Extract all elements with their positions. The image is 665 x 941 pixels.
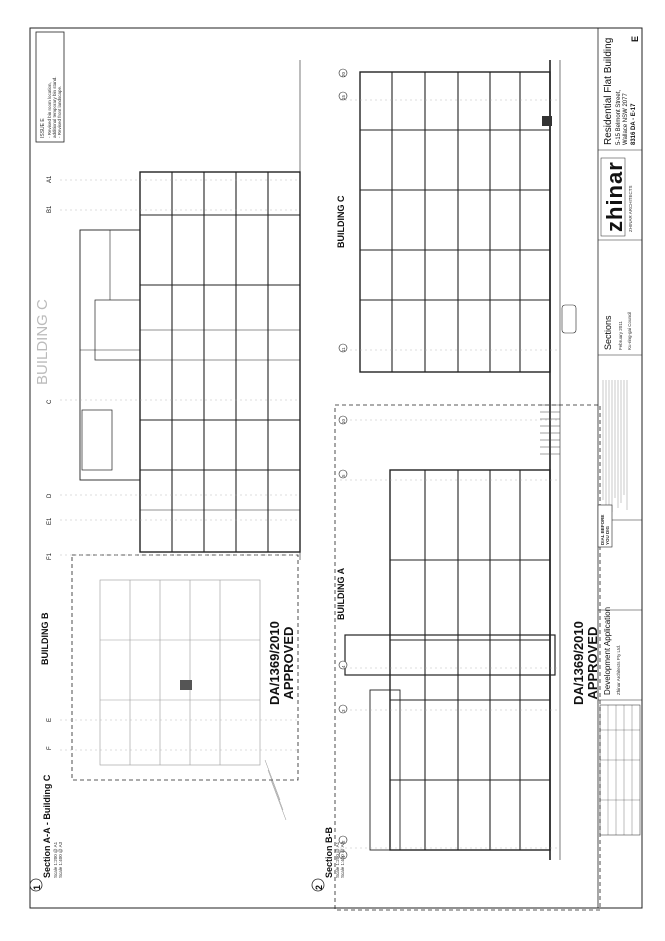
grid-num-20: 20 bbox=[341, 71, 346, 77]
grid-bubbles bbox=[338, 68, 348, 860]
project-address-1: 5-15 Belmont Street, bbox=[616, 89, 622, 145]
grid-num-2: 2 bbox=[341, 840, 346, 843]
building-c-label: BUILDING C bbox=[336, 195, 346, 249]
client-label: Zhinar Architects Pty Ltd. bbox=[616, 644, 621, 695]
issue-note-3: - Revised front landscape. bbox=[57, 85, 62, 138]
drawing-council: Ku-ring-gai Council bbox=[627, 311, 632, 350]
grid-label-a1: A1 bbox=[47, 175, 53, 183]
dial-logo bbox=[597, 504, 613, 548]
section-1-title: Section A-A - Building C bbox=[42, 774, 52, 878]
title-block bbox=[597, 28, 642, 908]
approved-stamp-1-line1: DA/1369/2010 bbox=[267, 621, 282, 705]
issue-title: ISSUE E bbox=[40, 118, 46, 138]
grid-label-f1: F1 bbox=[47, 552, 53, 560]
brand-subtitle: ZHINAR ARCHITECTS bbox=[628, 185, 633, 232]
building-c-ghost-label: BUILDING C bbox=[34, 299, 51, 385]
building-b-label: BUILDING B bbox=[40, 612, 50, 666]
section-2-scale2: Scale 1:400 @ A3 bbox=[340, 841, 345, 878]
section-1-marker bbox=[29, 878, 43, 892]
issue-box bbox=[35, 31, 65, 143]
issue-letter: E bbox=[630, 35, 640, 42]
approved-stamp-2-line2: APPROVED bbox=[585, 626, 600, 700]
grid-num-11: 11 bbox=[341, 347, 346, 352]
grid-num-10: 10 bbox=[341, 418, 346, 424]
dial-line-2: YOU DIG bbox=[605, 525, 610, 545]
general-notes bbox=[602, 380, 628, 512]
section-1-number: 1 bbox=[32, 884, 42, 890]
section-1-scale2: Scale 1:400 @ A3 bbox=[58, 841, 63, 878]
grid-num-4: 4 bbox=[341, 665, 346, 668]
section-2-marker bbox=[311, 878, 325, 892]
drawing-title: Sections bbox=[603, 315, 613, 350]
drawing-number: 8316 DA - E-17 bbox=[631, 103, 637, 145]
grid-label-c: C bbox=[47, 399, 53, 404]
approved-stamp-1-line2: APPROVED bbox=[281, 626, 296, 700]
grid-label-e: E bbox=[47, 717, 53, 722]
approved-stamp-2-line1: DA/1369/2010 bbox=[571, 621, 586, 705]
sheet-border bbox=[29, 27, 643, 909]
approved-stamp-2: DA/1369/2010 APPROVED bbox=[571, 621, 600, 705]
drawing-date: February 2011 bbox=[618, 321, 623, 350]
section-2-title: Section B-B bbox=[324, 826, 334, 878]
grid-label-f: F bbox=[47, 746, 53, 750]
grid-label-b1: B1 bbox=[47, 205, 53, 213]
brand-logo: zhinar bbox=[602, 161, 627, 232]
grid-num-1: 1 bbox=[341, 855, 346, 858]
project-name: Residential Flat Building bbox=[603, 37, 614, 145]
grid-num-3: 3 bbox=[341, 709, 346, 712]
section-b-b-drawing bbox=[334, 60, 601, 911]
stage-label: Development Application bbox=[603, 606, 612, 695]
building-a-label: BUILDING A bbox=[336, 567, 346, 620]
grid-num-5: 5 bbox=[341, 474, 346, 477]
approved-stamp-1: DA/1369/2010 APPROVED bbox=[267, 621, 296, 705]
grid-label-d: D bbox=[47, 493, 53, 498]
grid-label-e1: E1 bbox=[47, 517, 53, 525]
section-a-a-drawing bbox=[60, 60, 301, 821]
project-address-2: Wallace NSW 2077 bbox=[623, 93, 629, 145]
section-2-number: 2 bbox=[314, 884, 324, 890]
grid-num-15: 15 bbox=[341, 94, 346, 100]
